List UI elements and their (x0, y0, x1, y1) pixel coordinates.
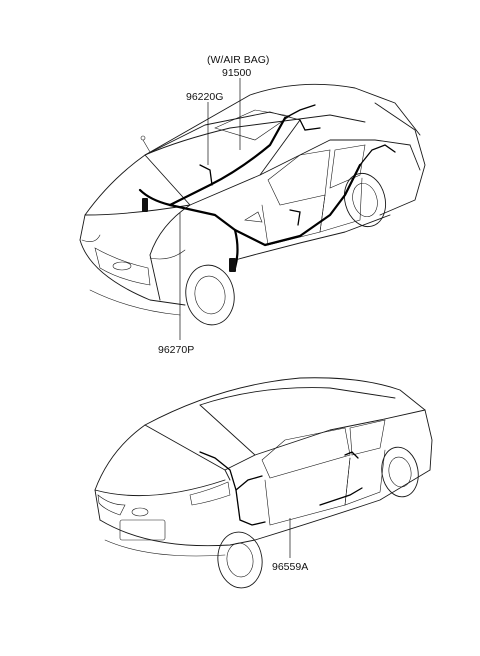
front-harness-callout: 96270P (158, 344, 194, 356)
main-harness-callout: 91500 (222, 67, 251, 79)
roof-harness-callout: 96220G (186, 91, 223, 103)
rear-car-illustration (94, 377, 433, 589)
leader-lines (179, 78, 291, 558)
rear-door-harness-callout: 96559A (272, 561, 308, 573)
front-car-illustration (79, 83, 426, 326)
airbag-note-label: (W/AIR BAG) (207, 54, 269, 66)
